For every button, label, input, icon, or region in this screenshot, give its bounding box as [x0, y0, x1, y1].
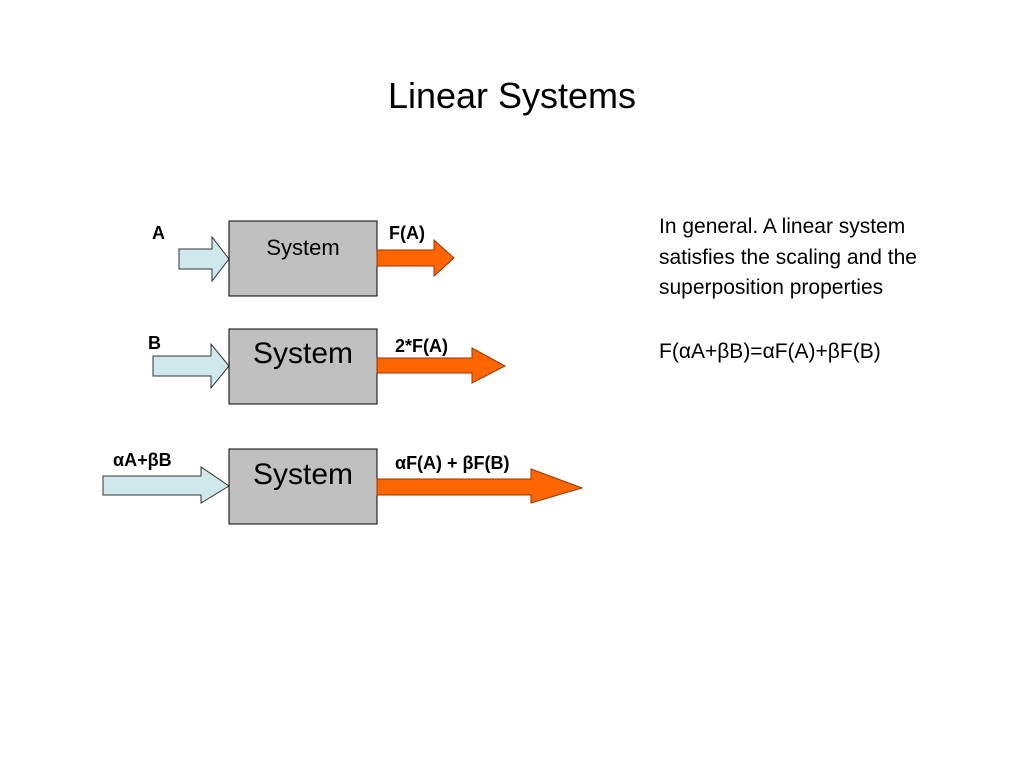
system-row-1: A System F(A): [152, 220, 455, 297]
output-arrow-2: [376, 347, 507, 384]
output-label-3: αF(A) + βF(B): [395, 453, 510, 473]
input-arrow-1: [178, 235, 230, 283]
output-arrow-3: [376, 468, 584, 504]
system-box-1: [228, 220, 378, 297]
input-arrow-2: [152, 342, 230, 390]
system-box-3: [228, 448, 378, 525]
slide-title: Linear Systems: [387, 75, 637, 116]
note-text: In general. A linear system satisfies th…: [659, 215, 917, 299]
output-label-1: F(A): [389, 223, 425, 243]
system-row-3: αA+βB System αF(A) + βF(B): [102, 448, 584, 525]
system-label-2: System: [253, 337, 353, 370]
input-arrow-3: [102, 466, 230, 504]
input-label-2: B: [148, 333, 161, 353]
note-formula: F(αA+βB)=αF(A)+βF(B): [659, 339, 881, 363]
linear-system-note: In general. A linear system satisfies th…: [659, 212, 959, 367]
system-label-3: System: [253, 458, 353, 491]
system-box-2: [228, 328, 378, 405]
system-label-1: System: [266, 235, 339, 260]
output-arrow-1: [376, 238, 455, 278]
output-label-2: 2*F(A): [395, 336, 448, 356]
system-row-2: B System 2*F(A): [148, 328, 507, 405]
input-label-1: A: [152, 223, 165, 243]
input-label-3: αA+βB: [113, 450, 172, 470]
